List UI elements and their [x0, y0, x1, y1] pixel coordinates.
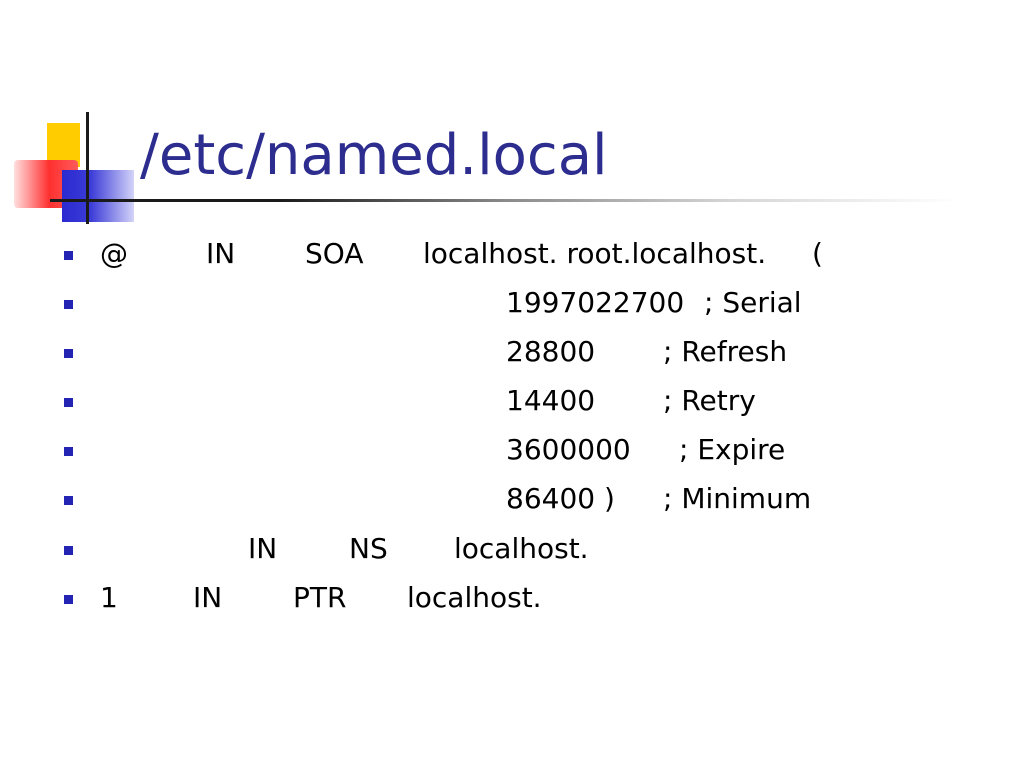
list-item: 28800 ; Refresh [0, 332, 1024, 372]
list-item: IN NS localhost. [0, 529, 1024, 569]
soa-value: 3600000 [506, 433, 631, 466]
bullet-square-icon [64, 447, 73, 456]
record-class: IN [248, 532, 278, 565]
soa-comment: ; Serial [704, 286, 802, 319]
open-paren: ( [812, 237, 823, 270]
record-data: localhost. [407, 581, 542, 614]
list-item: 3600000 ; Expire [0, 430, 1024, 470]
record-owner: @ [100, 237, 128, 270]
soa-value: 86400 ) [506, 482, 615, 515]
list-item: 1997022700 ; Serial [0, 283, 1024, 323]
soa-comment: ; Minimum [663, 482, 812, 515]
decorative-logo [0, 0, 150, 240]
soa-comment: ; Refresh [663, 335, 788, 368]
slide-title: /etc/named.local [140, 123, 608, 188]
list-item: 86400 ) ; Minimum [0, 479, 1024, 519]
record-type: PTR [293, 581, 347, 614]
record-type: NS [349, 532, 388, 565]
title-underline [50, 199, 960, 202]
record-class: IN [206, 237, 236, 270]
yellow-square-shape [47, 123, 80, 167]
soa-value: 1997022700 [506, 286, 685, 319]
bullet-square-icon [64, 251, 73, 260]
bullet-square-icon [64, 300, 73, 309]
list-item: 1 IN PTR localhost. [0, 578, 1024, 618]
bullet-square-icon [64, 595, 73, 604]
bullet-square-icon [64, 496, 73, 505]
soa-value: 14400 [506, 384, 596, 417]
record-data: localhost. root.localhost. [423, 237, 767, 270]
list-item: @ IN SOA localhost. root.localhost. ( [0, 234, 1024, 274]
bullet-square-icon [64, 546, 73, 555]
soa-value: 28800 [506, 335, 596, 368]
list-item: 14400 ; Retry [0, 381, 1024, 421]
record-class: IN [193, 581, 223, 614]
record-data: localhost. [454, 532, 589, 565]
blue-square-shape [62, 170, 134, 222]
record-type: SOA [305, 237, 364, 270]
bullet-square-icon [64, 349, 73, 358]
vertical-line-shape [86, 112, 89, 224]
bullet-square-icon [64, 398, 73, 407]
soa-comment: ; Retry [663, 384, 756, 417]
record-owner: 1 [100, 581, 118, 614]
soa-comment: ; Expire [679, 433, 786, 466]
